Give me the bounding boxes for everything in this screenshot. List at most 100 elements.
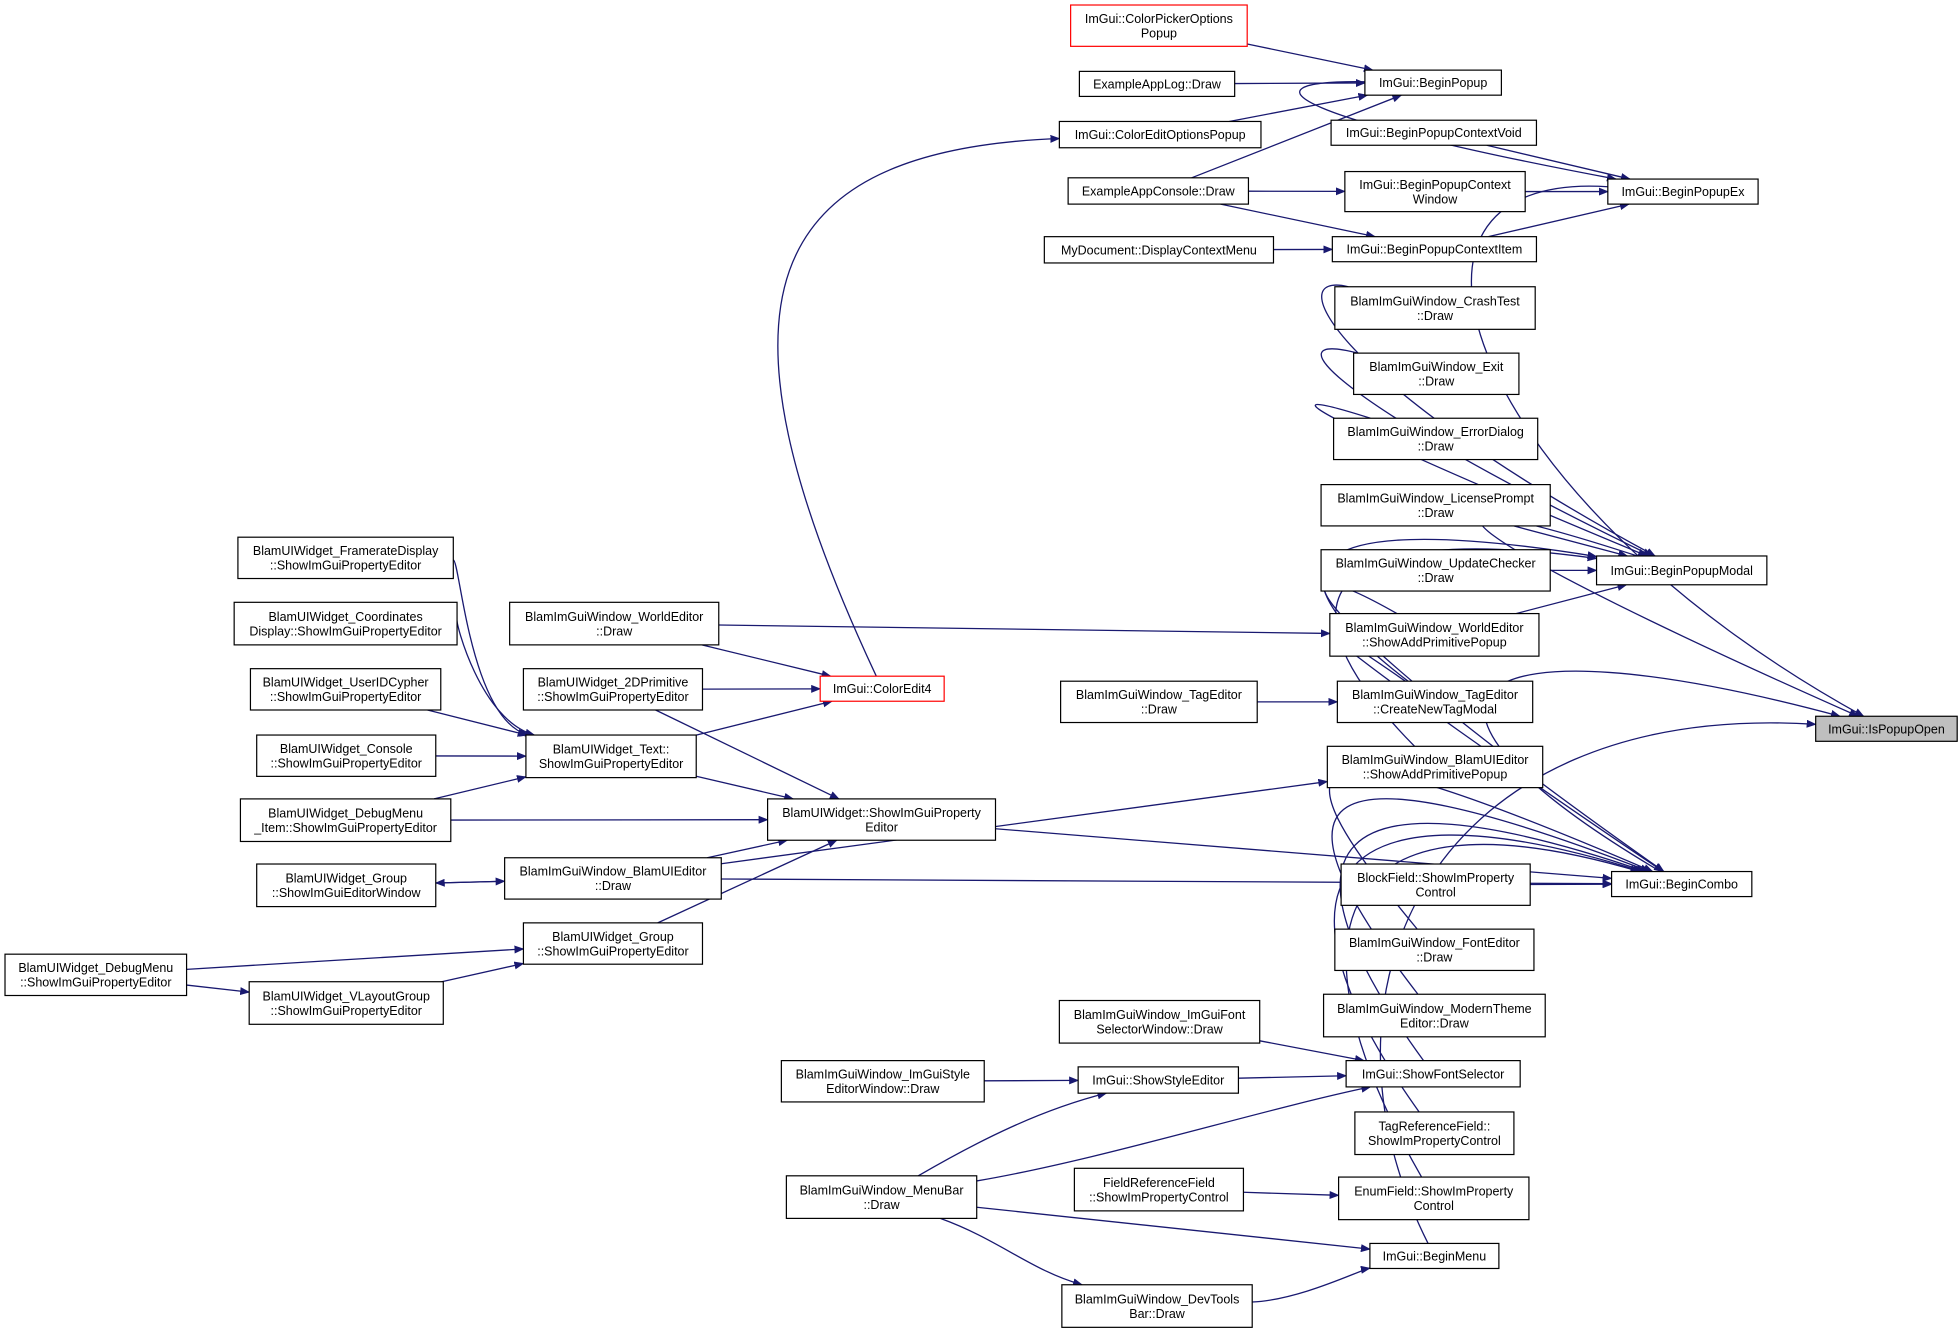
node-font-editor[interactable]: BlamImGuiWindow_FontEditor::Draw: [1334, 928, 1535, 972]
node-box: [525, 734, 697, 779]
edge-prim2-d-to-uiwidget-sigpe: [655, 709, 840, 800]
node-group-sigpe[interactable]: BlamUIWidget_Group::ShowImGuiPropertyEdi…: [522, 922, 704, 965]
node-update-checker[interactable]: BlamImGuiWindow_UpdateChecker::Draw: [1320, 549, 1551, 592]
edge-license-prompt-to-begin-popup-modal: [1513, 525, 1629, 558]
node-label: ::ShowAddPrimitivePopup: [1362, 636, 1507, 650]
edge-begin-popup-context-item-to-begin-popup-ex: [1488, 202, 1630, 238]
node-box: [1344, 170, 1526, 213]
node-example-app-console-draw[interactable]: ExampleAppConsole::Draw: [1067, 177, 1250, 205]
node-label: BlamImGuiWindow_TagEditor: [1352, 688, 1518, 702]
node-box: [766, 798, 997, 841]
edge-dev-tools-bar-to-begin-menu: [1252, 1265, 1371, 1303]
node-label: EditorWindow::Draw: [826, 1082, 940, 1096]
node-show-style-editor[interactable]: ImGui::ShowStyleEditor: [1077, 1066, 1240, 1094]
node-box: [1043, 236, 1275, 264]
edge-world-editor-draw-to-we-show-add-primitive: [718, 624, 1331, 638]
node-label: ::ShowImGuiPropertyEditor: [271, 756, 422, 770]
node-display-context-menu[interactable]: MyDocument::DisplayContextMenu: [1043, 236, 1275, 264]
node-label: ::Draw: [1416, 951, 1453, 965]
node-prim2-d[interactable]: BlamUIWidget_2DPrimitive::ShowImGuiPrope…: [522, 668, 704, 711]
node-blam-uieditor-draw[interactable]: BlamImGuiWindow_BlamUIEditor::Draw: [504, 857, 722, 900]
edge-color-edit-options-popup-to-begin-popup: [1229, 92, 1369, 123]
node-coordinates[interactable]: BlamUIWidget_CoordinatesDisplay::ShowImG…: [233, 601, 458, 646]
node-block-field[interactable]: BlockField::ShowImPropertyControl: [1340, 863, 1531, 906]
node-tag-reference-field[interactable]: TagReferenceField::ShowImPropertyControl: [1354, 1111, 1515, 1156]
node-group-sigew[interactable]: BlamUIWidget_Group::ShowImGuiEditorWindo…: [256, 863, 437, 908]
node-box: [1058, 999, 1261, 1044]
node-label: ::ShowImGuiPropertyEditor: [20, 976, 171, 990]
node-menu-bar[interactable]: BlamImGuiWindow_MenuBar::Draw: [785, 1175, 978, 1219]
node-uie-show-add-primitive[interactable]: BlamImGuiWindow_BlamUIEditor::ShowAddPri…: [1326, 745, 1544, 789]
node-begin-popup-modal[interactable]: ImGui::BeginPopupModal: [1595, 555, 1768, 586]
node-show-font-selector[interactable]: ImGui::ShowFontSelector: [1345, 1060, 1521, 1088]
node-tag-editor-draw[interactable]: BlamImGuiWindow_TagEditor::Draw: [1060, 680, 1258, 724]
node-box: [1334, 286, 1536, 330]
node-style-editor-window[interactable]: BlamImGuiWindow_ImGuiStyleEditorWindow::…: [780, 1060, 985, 1103]
node-font-selector-window[interactable]: BlamImGuiWindow_ImGuiFontSelectorWindow:…: [1058, 999, 1261, 1044]
node-te-create-new-tag-modal[interactable]: BlamImGuiWindow_TagEditor::CreateNewTagM…: [1336, 680, 1534, 724]
node-uiwidget-sigpe[interactable]: BlamUIWidget::ShowImGuiPropertyEditor: [766, 798, 997, 841]
node-error-dialog[interactable]: BlamImGuiWindow_ErrorDialog::Draw: [1332, 417, 1539, 461]
node-color-edit-options-popup[interactable]: ImGui::ColorEditOptionsPopup: [1058, 120, 1262, 149]
node-label: Control: [1415, 885, 1455, 899]
node-debug-menu-item[interactable]: BlamUIWidget_DebugMenu_Item::ShowImGuiPr…: [239, 798, 452, 843]
node-box: [237, 536, 454, 580]
node-label: ShowImGuiPropertyEditor: [539, 757, 684, 771]
node-label: ::CreateNewTagModal: [1373, 703, 1497, 717]
node-exit-draw[interactable]: BlamImGuiWindow_Exit::Draw: [1353, 352, 1520, 396]
node-begin-combo[interactable]: ImGui::BeginCombo: [1610, 870, 1753, 898]
node-enum-field[interactable]: EnumField::ShowImPropertyControl: [1338, 1176, 1530, 1221]
node-begin-popup-context-void[interactable]: ImGui::BeginPopupContextVoid: [1330, 119, 1538, 146]
node-box: [249, 668, 442, 711]
node-world-editor-draw[interactable]: BlamImGuiWindow_WorldEditor::Draw: [509, 601, 720, 646]
node-label: ::Draw: [595, 879, 632, 893]
node-label: ::Draw: [596, 624, 633, 638]
node-color-edit4[interactable]: ImGui::ColorEdit4: [819, 675, 945, 702]
node-text-sigpe[interactable]: BlamUIWidget_Text::ShowImGuiPropertyEdit…: [525, 734, 697, 779]
edge-text-sigpe-to-uiwidget-sigpe: [696, 775, 795, 801]
edge-show-style-editor-to-show-font-selector: [1238, 1071, 1348, 1080]
node-crash-test[interactable]: BlamImGuiWindow_CrashTest::Draw: [1334, 286, 1536, 330]
node-begin-popup-context-item[interactable]: ImGui::BeginPopupContextItem: [1331, 236, 1538, 263]
node-label: ImGui::BeginPopupContextVoid: [1346, 126, 1522, 140]
node-label: BlamImGuiWindow_ModernTheme: [1337, 1002, 1532, 1016]
node-vlayout-group[interactable]: BlamUIWidget_VLayoutGroup::ShowImGuiProp…: [248, 981, 444, 1025]
node-label: BlockField::ShowImProperty: [1357, 871, 1515, 885]
node-console-sigpe[interactable]: BlamUIWidget_Console::ShowImGuiPropertyE…: [256, 734, 437, 777]
edge-example-app-console-draw-to-begin-popup-context-item: [1220, 203, 1376, 239]
edge-menu-bar-to-begin-menu: [976, 1206, 1371, 1253]
node-begin-popup[interactable]: ImGui::BeginPopup: [1364, 69, 1502, 96]
node-label: BlamImGuiWindow_ImGuiFont: [1074, 1008, 1246, 1022]
node-box: [1067, 177, 1250, 205]
node-label: BlamUIWidget_2DPrimitive: [538, 676, 689, 690]
node-label: BlamUIWidget_DebugMenu: [268, 806, 423, 820]
node-label: ::Draw: [1417, 309, 1454, 323]
node-label: Control: [1414, 1199, 1454, 1213]
node-field-reference-field[interactable]: FieldReferenceField::ShowImPropertyContr…: [1073, 1167, 1245, 1212]
edge-world-editor-draw-to-color-edit4: [701, 644, 832, 678]
node-begin-menu[interactable]: ImGui::BeginMenu: [1369, 1242, 1500, 1270]
node-is-popup-open[interactable]: ImGui::IsPopupOpen: [1815, 715, 1958, 742]
node-box: [1078, 70, 1236, 98]
node-begin-popup-ex[interactable]: ImGui::BeginPopupEx: [1607, 178, 1759, 205]
node-we-show-add-primitive[interactable]: BlamImGuiWindow_WorldEditor::ShowAddPrim…: [1329, 612, 1540, 657]
node-label: BlamImGuiWindow_MenuBar: [800, 1183, 964, 1197]
node-debug-menu-sigpe[interactable]: BlamUIWidget_DebugMenu::ShowImGuiPropert…: [4, 953, 188, 997]
node-label: FieldReferenceField: [1103, 1176, 1215, 1190]
node-label: ExampleAppLog::Draw: [1093, 77, 1222, 91]
node-label: BlamUIWidget_Console: [280, 742, 413, 756]
node-label: BlamImGuiWindow_UpdateChecker: [1336, 557, 1536, 571]
node-label: ImGui::ColorPickerOptions: [1085, 12, 1233, 26]
node-framerate[interactable]: BlamUIWidget_FramerateDisplay::ShowImGui…: [237, 536, 454, 580]
node-label: ::Draw: [1418, 440, 1455, 454]
node-label: BlamUIWidget_VLayoutGroup: [263, 989, 430, 1003]
node-license-prompt[interactable]: BlamImGuiWindow_LicensePrompt::Draw: [1320, 484, 1551, 527]
node-label: BlamImGuiWindow_TagEditor: [1076, 688, 1242, 702]
node-example-app-log-draw[interactable]: ExampleAppLog::Draw: [1078, 70, 1236, 98]
node-user-idcypher[interactable]: BlamUIWidget_UserIDCypher::ShowImGuiProp…: [249, 668, 442, 711]
node-label: ::Draw: [863, 1198, 900, 1212]
